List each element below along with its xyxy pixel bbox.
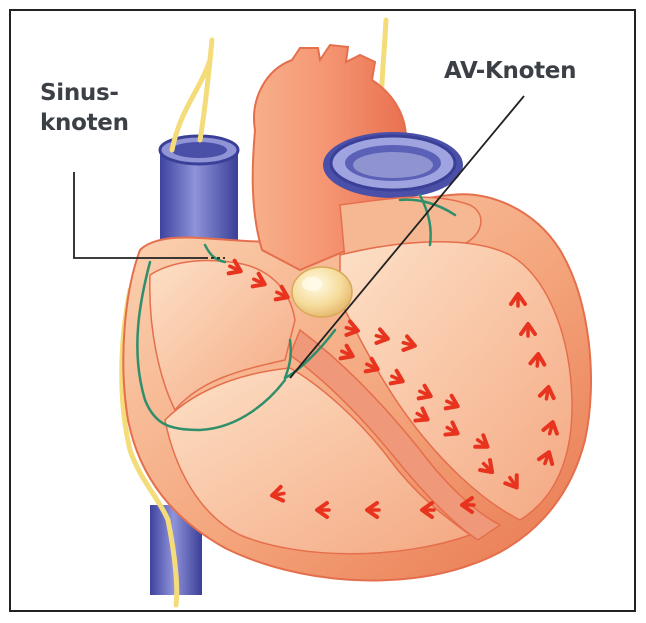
sinus-label-line2: knoten <box>40 108 129 138</box>
av-node-icon <box>292 267 352 317</box>
sinus-label-line1: Sinus- <box>40 78 129 108</box>
sinus-node-label: Sinus- knoten <box>40 78 129 138</box>
av-node-label: AV-Knoten <box>444 56 576 86</box>
pulmonary-vein <box>323 132 463 198</box>
